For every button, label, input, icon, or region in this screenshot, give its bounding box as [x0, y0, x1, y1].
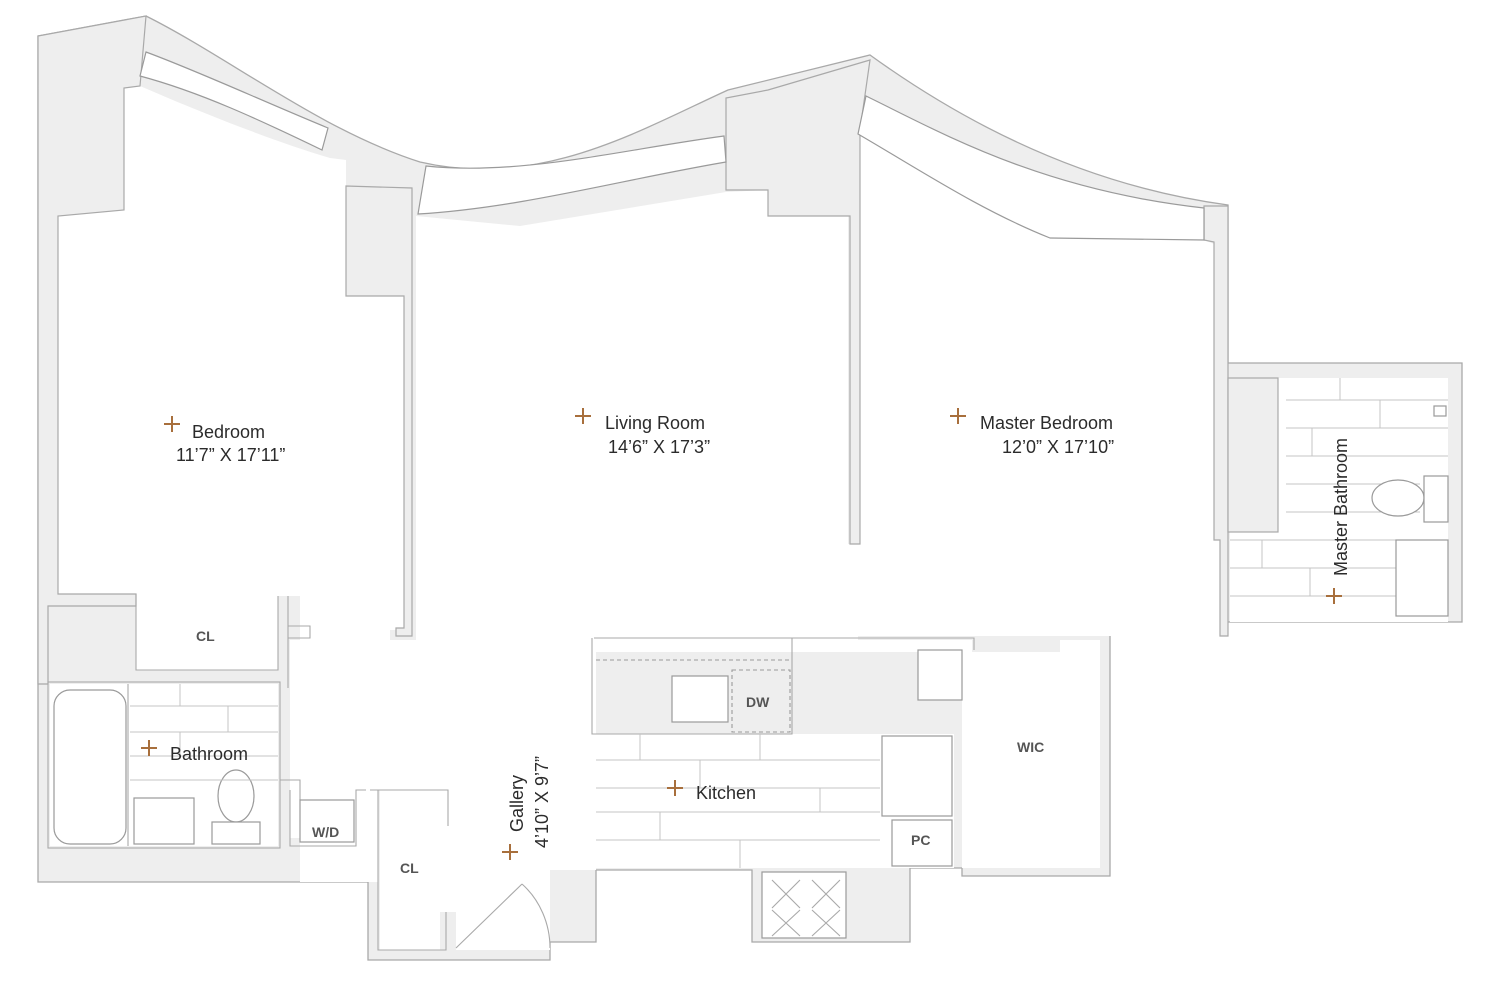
marker-bathroom — [141, 740, 157, 756]
marker-master — [950, 408, 966, 424]
pc-label: PC — [911, 832, 930, 848]
washer-dryer — [299, 799, 355, 843]
wall-master-bath-jog — [1227, 377, 1279, 533]
kitchen-sink — [671, 675, 729, 723]
pantry-closet — [891, 819, 953, 867]
gallery-dims: 4’10” X 9’7” — [532, 756, 552, 848]
bathroom-wall-frame — [47, 681, 281, 849]
kitchen-upper-wall — [591, 637, 975, 735]
bathtub — [53, 689, 127, 845]
bedroom-dims: 11’7” X 17’11” — [176, 445, 285, 465]
dishwasher — [731, 669, 791, 733]
marker-gallery — [502, 844, 518, 860]
closet-cl-area — [380, 790, 440, 950]
kitchen-area — [594, 638, 954, 868]
bathroom-sink — [133, 797, 195, 845]
master-bedroom-label: Master Bedroom — [980, 413, 1113, 433]
marker-living — [575, 408, 591, 424]
bedroom-area — [58, 86, 404, 670]
marker-kitchen — [667, 780, 683, 796]
living-room-label: Living Room — [605, 413, 705, 433]
bathroom-toilet-bowl — [217, 769, 255, 823]
master-sink — [1395, 539, 1449, 617]
wd-label: W/D — [312, 824, 339, 840]
kitchen-tiles — [596, 734, 880, 868]
marker-master-bath — [1326, 588, 1342, 604]
wic-column — [917, 649, 963, 701]
bathroom-toilet-tank — [211, 821, 261, 845]
master-toilet-tank — [1423, 475, 1449, 523]
refrigerator — [881, 735, 953, 817]
hall-closet-walls — [370, 789, 449, 951]
range-burners — [771, 879, 841, 937]
master-toilet-bowl — [1371, 479, 1425, 517]
master-bedroom-dims: 12’0” X 17’10” — [1002, 437, 1114, 457]
master-bedroom-area — [858, 134, 1220, 636]
window-living — [417, 135, 727, 215]
master-bath-tiles — [1230, 378, 1448, 597]
closet-label-bedroom: CL — [196, 628, 215, 644]
bedroom-label: Bedroom — [192, 422, 265, 442]
window-bedroom — [139, 51, 329, 151]
wall-master-bath — [1203, 205, 1229, 637]
bathroom-label: Bathroom — [170, 744, 248, 764]
window-master — [857, 95, 1205, 241]
entry-door — [455, 883, 551, 949]
kitchen-label: Kitchen — [696, 783, 756, 803]
marker-bedroom — [164, 416, 180, 432]
range — [761, 871, 847, 939]
dw-label: DW — [746, 694, 770, 710]
closet-label-hall: CL — [400, 860, 419, 876]
bathroom-tiles — [130, 684, 278, 781]
closet-bedroom-outline — [135, 594, 311, 688]
gallery-label: Gallery — [507, 775, 527, 832]
living-area — [290, 190, 1100, 950]
master-bathroom-label: Master Bathroom — [1331, 438, 1351, 576]
wall-bedroom-living — [345, 185, 413, 637]
wic-label: WIC — [1017, 739, 1044, 755]
master-bath-area — [1230, 378, 1448, 622]
master-shower-valve — [1433, 405, 1447, 417]
living-room-dims: 14’6” X 17’3” — [608, 437, 710, 457]
wd-closet-walls — [280, 779, 366, 847]
